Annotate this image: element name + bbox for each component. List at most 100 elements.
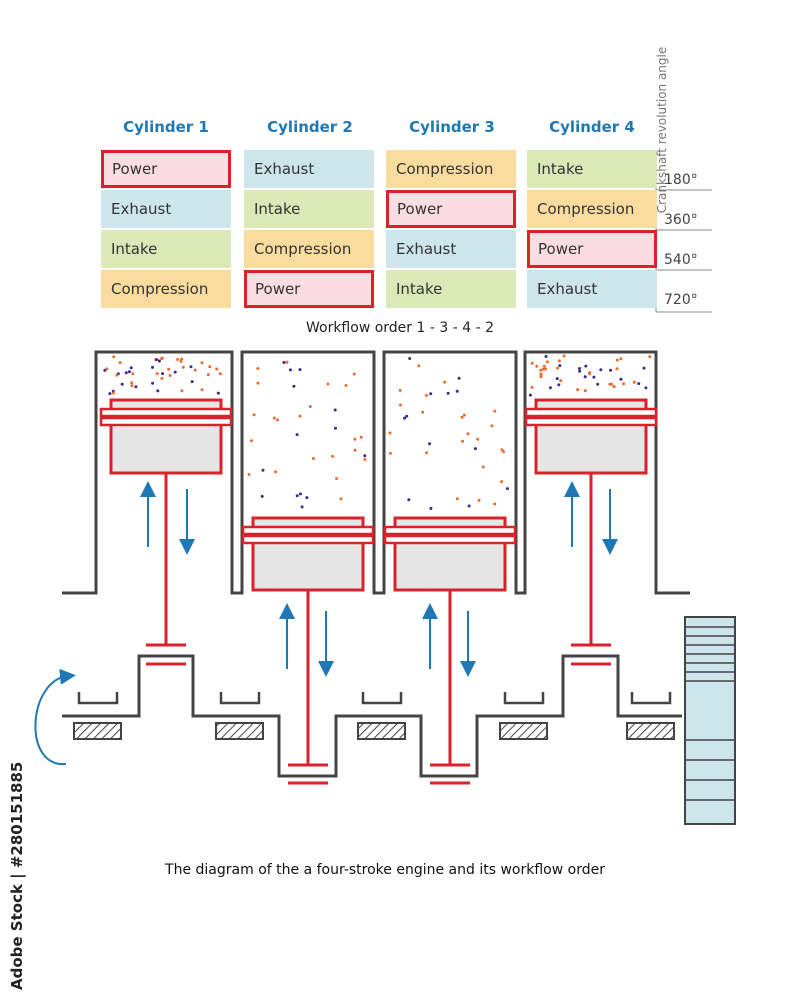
- particle: [557, 383, 561, 387]
- particle: [584, 364, 588, 368]
- particle: [326, 382, 330, 386]
- stroke-cell: Intake: [244, 190, 374, 228]
- particle: [103, 368, 107, 372]
- particle: [118, 361, 122, 365]
- particle: [457, 376, 461, 380]
- particle: [333, 408, 337, 412]
- engine-block-outline: [62, 350, 690, 595]
- particle: [200, 388, 204, 392]
- particle: [557, 359, 561, 363]
- particle: [578, 369, 582, 373]
- particle: [160, 357, 164, 361]
- particle: [403, 416, 407, 420]
- cylinder-1-header: Cylinder 1: [123, 118, 209, 136]
- particle: [288, 368, 292, 372]
- particle: [388, 431, 392, 435]
- particle: [312, 457, 315, 460]
- stroke-cell: Power: [244, 270, 374, 308]
- particle: [530, 361, 534, 365]
- particle: [615, 358, 619, 362]
- particle: [407, 498, 411, 502]
- particle: [285, 360, 289, 364]
- particle: [274, 470, 277, 474]
- particle: [295, 494, 299, 498]
- stroke-cell: Compression: [527, 190, 657, 228]
- particle: [249, 439, 253, 443]
- particle: [180, 357, 184, 361]
- particle: [592, 375, 596, 379]
- particle: [272, 416, 276, 420]
- particle: [130, 381, 134, 385]
- stroke-cell: Power: [527, 230, 657, 268]
- piston-cylinder-2: [241, 516, 375, 785]
- particle: [583, 375, 587, 379]
- particle: [167, 367, 171, 371]
- particle: [331, 454, 335, 458]
- particle: [298, 492, 302, 496]
- particle: [208, 365, 212, 369]
- angle-axis-label: Crankshaft revolution angle: [655, 46, 669, 214]
- particle: [115, 373, 119, 377]
- particle: [455, 389, 459, 393]
- particle: [467, 504, 471, 508]
- particle: [576, 388, 580, 392]
- angle-label-540: 540°: [664, 252, 698, 268]
- particle: [455, 497, 459, 501]
- particle: [134, 385, 138, 389]
- particle: [637, 382, 641, 386]
- cylinder-2-header: Cylinder 2: [267, 118, 353, 136]
- particle: [619, 377, 623, 381]
- particle: [490, 424, 494, 428]
- stroke-cell: Exhaust: [386, 230, 516, 268]
- stroke-cell: Compression: [244, 230, 374, 268]
- particle: [417, 364, 421, 368]
- cylinder-3-header: Cylinder 3: [409, 118, 495, 136]
- stroke-cell: Power: [101, 150, 231, 188]
- particle: [583, 389, 587, 393]
- particle: [180, 389, 184, 393]
- particle: [130, 384, 134, 388]
- particle: [425, 451, 429, 455]
- particle: [622, 382, 626, 386]
- particle: [124, 371, 128, 375]
- particle: [359, 435, 363, 439]
- particle: [446, 391, 450, 395]
- piston-motion-arrows: [140, 481, 618, 677]
- stroke-cell: Intake: [527, 150, 657, 188]
- particle: [481, 465, 485, 469]
- particle: [476, 437, 480, 441]
- particle: [528, 393, 532, 397]
- particle: [206, 373, 210, 377]
- particle: [218, 372, 222, 376]
- particle: [429, 392, 433, 396]
- particle: [252, 413, 256, 417]
- particle: [156, 389, 160, 393]
- particle: [181, 365, 185, 369]
- particle: [353, 448, 357, 452]
- particle: [216, 391, 220, 395]
- particle: [648, 355, 652, 359]
- particle: [111, 391, 115, 395]
- particle: [562, 354, 566, 358]
- particle: [353, 437, 357, 441]
- particle: [151, 381, 155, 385]
- piston-cylinder-3: [383, 516, 517, 785]
- particle: [642, 366, 646, 370]
- particle: [398, 403, 402, 407]
- particle: [388, 451, 392, 455]
- particle: [129, 366, 133, 370]
- particle: [112, 355, 116, 359]
- particle: [161, 372, 164, 376]
- flywheel: [684, 616, 736, 825]
- particle: [460, 415, 464, 419]
- particle: [168, 374, 172, 377]
- particle: [295, 433, 299, 437]
- particle: [408, 357, 412, 360]
- particle: [539, 368, 543, 372]
- particle: [120, 382, 124, 386]
- particle: [189, 365, 193, 369]
- particle: [363, 458, 367, 461]
- main-bearings: [73, 692, 675, 740]
- particle: [473, 447, 477, 451]
